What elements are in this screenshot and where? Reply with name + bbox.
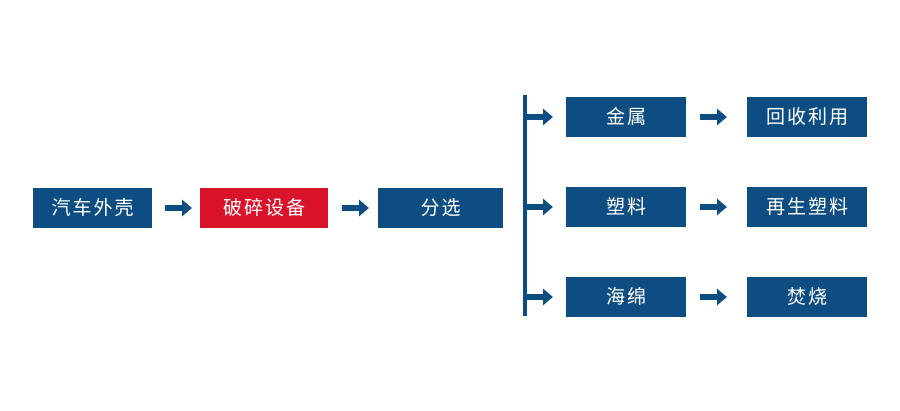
node-metal[interactable]: 金属	[566, 97, 686, 137]
node-sponge[interactable]: 海绵	[566, 277, 686, 317]
node-sorting[interactable]: 分选	[378, 188, 503, 228]
node-recycle-reuse-label: 回收利用	[765, 106, 850, 128]
arrow-right-icon-crusher-to-sorting	[342, 197, 370, 219]
node-recycle-reuse[interactable]: 回收利用	[747, 97, 867, 137]
node-vehicle-shell-label: 汽车外壳	[51, 197, 136, 219]
node-sorting-label: 分选	[420, 197, 463, 219]
arrow-right-icon-plastic-to-regen	[700, 196, 728, 218]
node-crushing-equipment-label: 破碎设备	[222, 197, 307, 219]
arrow-right-icon-split-to-metal	[526, 106, 554, 128]
node-incineration-label: 焚烧	[786, 286, 829, 308]
arrow-right-icon-metal-to-recycle	[700, 106, 728, 128]
arrow-right-icon-sponge-to-incinerate	[700, 286, 728, 308]
node-regenerated-plastic[interactable]: 再生塑料	[747, 187, 867, 227]
node-plastic[interactable]: 塑料	[566, 187, 686, 227]
node-plastic-label: 塑料	[605, 196, 648, 218]
arrow-right-icon-split-to-sponge	[526, 286, 554, 308]
node-crushing-equipment[interactable]: 破碎设备	[200, 188, 328, 228]
node-sponge-label: 海绵	[605, 286, 648, 308]
node-incineration[interactable]: 焚烧	[747, 277, 867, 317]
arrow-right-icon-input-to-crusher	[165, 197, 193, 219]
node-regenerated-plastic-label: 再生塑料	[765, 196, 850, 218]
vertical-bus-line	[523, 95, 527, 316]
node-metal-label: 金属	[605, 106, 648, 128]
node-vehicle-shell[interactable]: 汽车外壳	[33, 188, 152, 228]
arrow-right-icon-split-to-plastic	[526, 196, 554, 218]
